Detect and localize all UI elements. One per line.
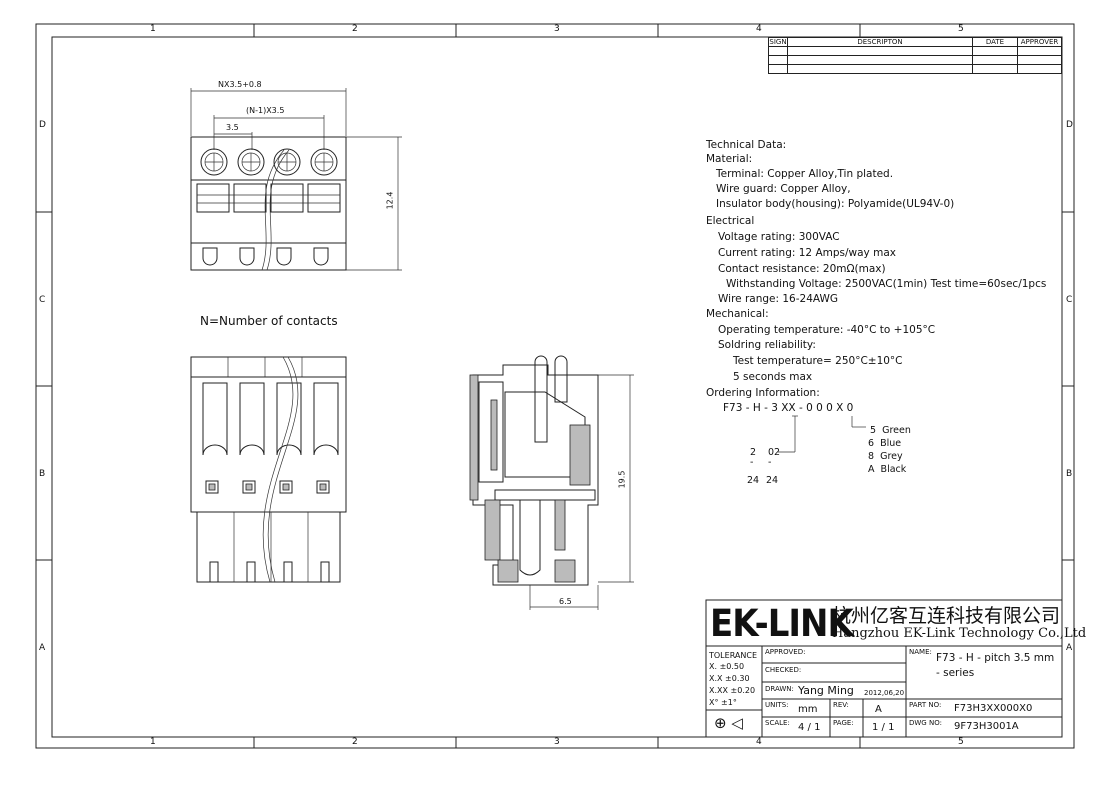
color-green-code: 5 [870,425,877,436]
zone-right-a: A [1066,643,1073,653]
zone-bottom-2: 2 [352,737,358,747]
ways-min-code: 02 [768,447,781,458]
tolerance-xx: X.X ±0.30 [709,674,750,683]
tech-voltage: Voltage rating: 300VAC [718,231,840,243]
dim-pitch: 3.5 [226,123,239,132]
tech-ordering: Ordering Information: [706,387,820,399]
zone-top-3: 3 [554,24,560,34]
dim-pitch-span: (N-1)X3.5 [246,106,285,115]
company-name-cn: 杭州亿客互连科技有限公司 [832,605,1061,627]
checked-label: CHECKED: [765,666,802,674]
name-label: NAME: [909,648,932,656]
color-black-code: A [868,464,875,475]
tolerance-label: TOLERANCE [709,651,758,660]
tech-order-code: F73 - H - 3 XX - 0 0 0 X 0 [723,402,854,414]
color-green-name: Green [882,425,911,436]
units-value: mm [798,704,818,715]
zone-bottom-3: 3 [554,737,560,747]
zone-left-d: D [39,120,46,130]
color-grey-code: 8 [868,451,875,462]
tech-current: Current rating: 12 Amps/way max [718,247,896,259]
zone-top-2: 2 [352,24,358,34]
dwg-no-value: 9F73H3001A [954,721,1019,732]
color-green: 5 Green [870,426,911,436]
projection-symbol-icon: ⊕ ◁ [714,714,743,732]
rev-value: A [875,704,882,715]
ways-max-code: 24 [766,475,779,486]
approved-label: APPROVED: [765,648,806,656]
zone-left-a: A [39,643,46,653]
zone-right-c: C [1066,295,1073,305]
color-grey: 8 Grey [868,452,903,462]
zone-top-5: 5 [958,24,964,34]
part-no-value: F73H3XX000X0 [954,703,1033,714]
revision-table: SIGN DESCRIPTON DATE APPROVER [768,37,1062,74]
color-grey-name: Grey [880,451,903,462]
units-label: UNITS: [765,701,789,709]
ways-dash-2: - [768,457,772,468]
dim-total-width: NX3.5+0.8 [218,80,262,89]
tech-contact-resistance: Contact resistance: 20mΩ(max) [718,263,886,275]
ways-dash-1: - [750,457,754,468]
tech-test-temp: Test temperature= 250°C±10°C [733,355,903,367]
zone-left-b: B [39,469,46,479]
color-blue-name: Blue [880,438,902,449]
tech-withstanding: Withstanding Voltage: 2500VAC(1min) Test… [726,278,1047,290]
drawn-date: 2012,06,20 [864,689,905,697]
zone-bottom-1: 1 [150,737,156,747]
zone-top-1: 1 [150,24,156,34]
color-blue: 6 Blue [868,439,901,449]
tech-mechanical: Mechanical: [706,308,769,320]
zone-right-d: D [1066,120,1073,130]
ways-min-n: 2 [750,447,757,458]
tolerance-xxx: X.XX ±0.20 [709,686,756,695]
color-black-name: Black [880,464,907,475]
note-number-of-contacts: N=Number of contacts [200,314,338,328]
zone-bottom-4: 4 [756,737,762,747]
drawn-label: DRAWN: [765,685,794,693]
rev-label: REV: [833,701,849,709]
part-no-label: PART NO: [909,701,942,709]
tech-operating-temp: Operating temperature: -40°C to +105°C [718,324,936,336]
zone-right-b: B [1066,469,1073,479]
dwg-no-label: DWG NO: [909,719,942,727]
name-line-1: F73 - H - pitch 3.5 mm [936,652,1055,664]
zone-top-4: 4 [756,24,762,34]
tech-title: Technical Data: [706,139,787,151]
tolerance-x: X. ±0.50 [709,662,745,671]
tech-wire-guard: Wire guard: Copper Alloy, [716,183,851,195]
zone-left-c: C [39,295,46,305]
ways-max-n: 24 [747,475,760,486]
drawn-by: Yang Ming [798,684,854,697]
color-blue-code: 6 [868,438,875,449]
tech-seconds: 5 seconds max [733,371,813,383]
page-label: PAGE: [833,719,854,727]
tech-soldering: Soldring reliability: [718,339,816,351]
tech-electrical: Electrical [706,215,755,227]
dim-depth: 6.5 [559,597,572,606]
scale-label: SCALE: [765,719,790,727]
tech-insulator: Insulator body(housing): Polyamide(UL94V… [716,198,955,210]
page-value: 1 / 1 [872,722,895,733]
tech-material: Material: [706,153,753,165]
color-black: A Black [868,465,906,475]
company-name-en: Hangzhou EK-Link Technology Co.,Ltd [832,626,1087,641]
scale-value: 4 / 1 [798,722,821,733]
zone-bottom-5: 5 [958,737,964,747]
tolerance-degree: X° ±1° [709,698,737,707]
company-logo: EK-LINK [710,602,854,646]
tech-terminal: Terminal: Copper Alloy,Tin plated. [716,168,894,180]
name-line-2: - series [936,667,975,679]
tech-wire-range: Wire range: 16-24AWG [718,293,838,305]
